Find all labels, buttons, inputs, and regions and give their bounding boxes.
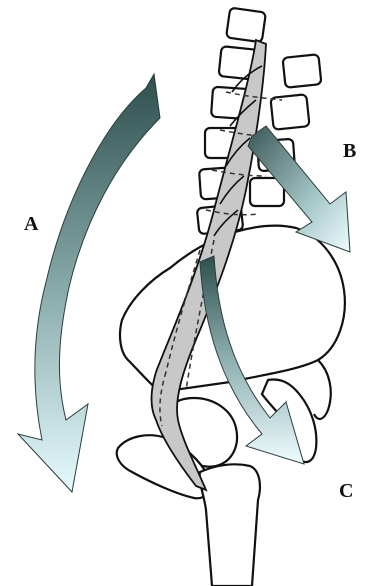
label-c: C xyxy=(339,481,353,501)
vertebra-1 xyxy=(226,8,266,43)
label-b: B xyxy=(343,141,356,161)
vertebra-r1 xyxy=(283,54,322,88)
label-a: A xyxy=(24,214,38,234)
femur-shaft xyxy=(200,464,260,586)
ischial-spine xyxy=(314,360,331,419)
arrow-a-icon xyxy=(18,74,160,492)
femur xyxy=(117,398,260,586)
vertebra-r2 xyxy=(270,94,309,130)
